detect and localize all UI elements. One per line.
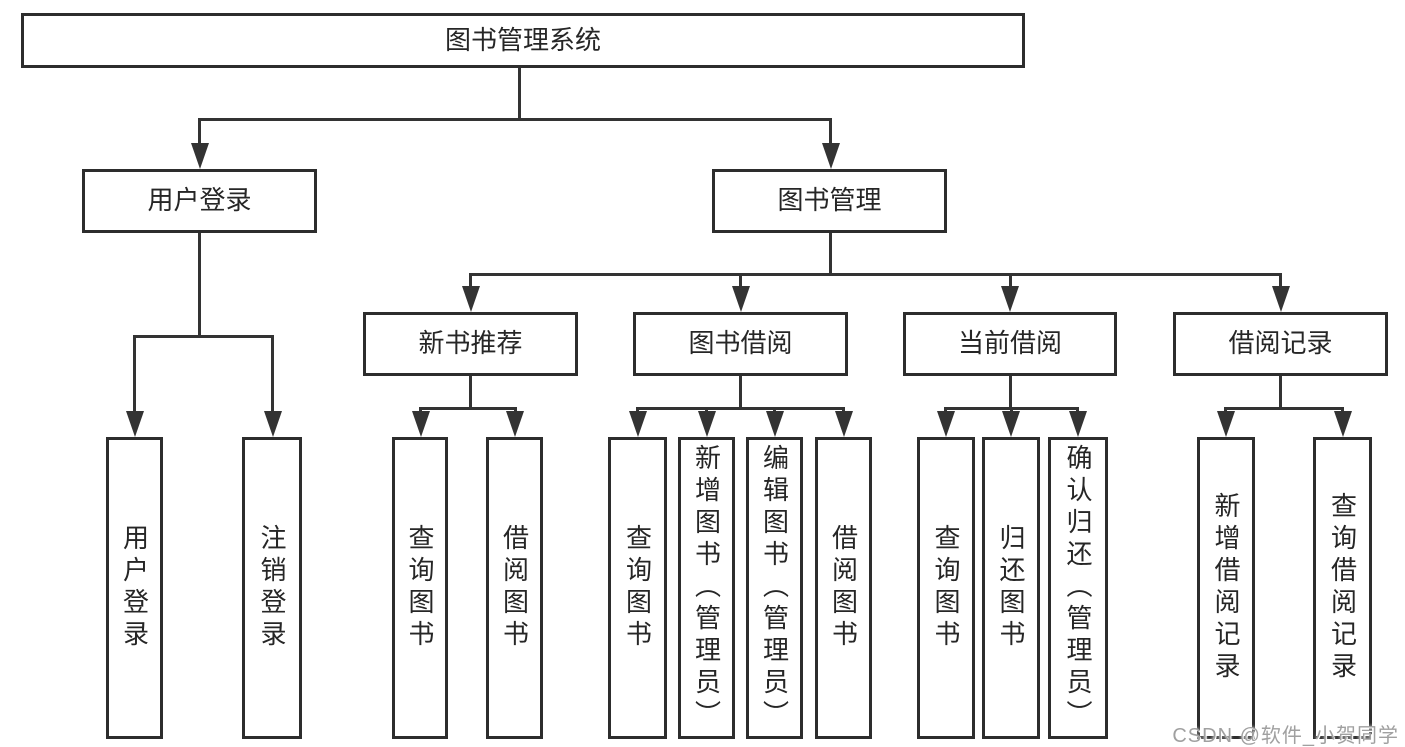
- node-new-book-recommend-label: 新书推荐: [418, 328, 523, 359]
- leaf-add-book-admin: 新增图书（管理员）: [678, 437, 735, 739]
- arrow-down-icon: [1001, 286, 1019, 312]
- leaf-user-login-label: 用户登录: [119, 524, 150, 652]
- edge-book-mgmt-stem: [829, 233, 832, 275]
- arrow-down-icon: [1272, 286, 1290, 312]
- edge-stem: [1009, 376, 1012, 410]
- node-current-borrowing-label: 当前借阅: [957, 328, 1062, 359]
- edge-book-mgmt-drop: [829, 118, 832, 146]
- leaf-query-book-recommend: 查询图书: [392, 437, 448, 739]
- arrow-down-icon: [629, 411, 647, 437]
- arrow-down-icon: [1002, 411, 1020, 437]
- node-book-management: 图书管理: [712, 169, 947, 233]
- edge-stem: [739, 376, 742, 410]
- leaf-return-book-label: 归还图书: [996, 524, 1026, 652]
- leaf-borrow-book-recommend-label: 借阅图书: [499, 524, 530, 652]
- leaf-query-borrow-record-label: 查询借阅记录: [1327, 492, 1358, 684]
- node-user-login: 用户登录: [82, 169, 317, 233]
- leaf-borrow-book-recommend: 借阅图书: [486, 437, 543, 739]
- edge-rail: [636, 407, 844, 410]
- leaf-query-book-borrowing: 查询图书: [608, 437, 667, 739]
- leaf-query-book-current: 查询图书: [917, 437, 975, 739]
- node-book-borrowing-label: 图书借阅: [688, 328, 793, 359]
- node-current-borrowing: 当前借阅: [903, 312, 1117, 376]
- leaf-query-borrow-record: 查询借阅记录: [1313, 437, 1372, 739]
- edge-level3-rail: [469, 273, 1282, 276]
- arrow-down-icon: [937, 411, 955, 437]
- edge-drop: [271, 335, 274, 415]
- edge-level2-rail: [198, 118, 832, 121]
- arrow-down-icon: [698, 411, 716, 437]
- leaf-add-book-admin-label: 新增图书（管理员）: [691, 444, 722, 732]
- leaf-user-login: 用户登录: [106, 437, 163, 739]
- edge-rail: [419, 407, 517, 410]
- edge-stem: [469, 376, 472, 410]
- edge-rail: [1224, 407, 1343, 410]
- leaf-query-book-borrowing-label: 查询图书: [622, 524, 653, 652]
- arrow-down-icon: [1069, 411, 1087, 437]
- edge-stem: [1279, 376, 1282, 410]
- leaf-logout-label: 注销登录: [257, 524, 287, 652]
- node-new-book-recommend: 新书推荐: [363, 312, 578, 376]
- leaf-confirm-return-admin-label: 确认归还（管理员）: [1063, 444, 1093, 732]
- edge-user-login-stem: [198, 233, 201, 337]
- leaf-return-book: 归还图书: [982, 437, 1040, 739]
- leaf-add-borrow-record: 新增借阅记录: [1197, 437, 1255, 739]
- leaf-query-book-recommend-label: 查询图书: [405, 524, 435, 652]
- arrow-down-icon: [506, 411, 524, 437]
- arrow-down-icon: [1334, 411, 1352, 437]
- edge-drop: [739, 273, 742, 289]
- node-user-login-label: 用户登录: [147, 185, 252, 216]
- node-borrowing-records: 借阅记录: [1173, 312, 1388, 376]
- edge-drop: [1279, 273, 1282, 289]
- edge-drop: [469, 273, 472, 289]
- node-root-label: 图书管理系统: [444, 24, 601, 55]
- leaf-borrow-book: 借阅图书: [815, 437, 872, 739]
- node-root: 图书管理系统: [21, 13, 1025, 68]
- edge-drop: [133, 335, 136, 415]
- arrow-down-icon: [462, 286, 480, 312]
- edge-user-login-rail: [133, 335, 274, 338]
- leaf-add-borrow-record-label: 新增借阅记录: [1211, 492, 1241, 684]
- arrow-down-icon: [264, 411, 282, 437]
- edge-drop: [1009, 273, 1012, 289]
- watermark: CSDN @软件_小贺同学: [1172, 725, 1399, 747]
- leaf-confirm-return-admin: 确认归还（管理员）: [1048, 437, 1108, 739]
- arrow-down-icon: [835, 411, 853, 437]
- arrow-down-icon: [1217, 411, 1235, 437]
- arrow-down-icon: [822, 143, 840, 169]
- leaf-query-book-current-label: 查询图书: [931, 524, 961, 652]
- leaf-logout: 注销登录: [242, 437, 302, 739]
- leaf-edit-book-admin: 编辑图书（管理员）: [746, 437, 803, 739]
- arrow-down-icon: [126, 411, 144, 437]
- arrow-down-icon: [191, 143, 209, 169]
- arrow-down-icon: [412, 411, 430, 437]
- leaf-edit-book-admin-label: 编辑图书（管理员）: [759, 444, 790, 732]
- arrow-down-icon: [766, 411, 784, 437]
- edge-user-login-drop: [198, 118, 201, 146]
- arrow-down-icon: [732, 286, 750, 312]
- leaf-borrow-book-label: 借阅图书: [828, 524, 859, 652]
- node-book-borrowing: 图书借阅: [633, 312, 848, 376]
- node-borrowing-records-label: 借阅记录: [1228, 328, 1333, 359]
- node-book-management-label: 图书管理: [777, 185, 882, 216]
- edge-root-stem: [518, 68, 521, 120]
